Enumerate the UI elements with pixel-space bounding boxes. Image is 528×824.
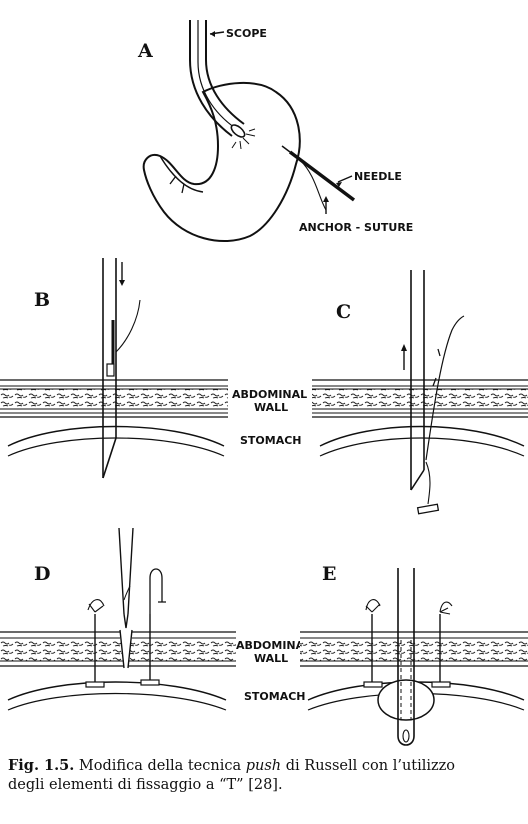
panel-letter-d: D [34,563,50,585]
stomach-wall-c [320,427,524,447]
needle-d [119,528,133,628]
caption-text-1: Modifica della tecnica [74,758,245,774]
panel-letter-a: A [137,40,153,62]
label-abdominal-d: ABDOMINAL [236,639,311,652]
label-stomach-b: STOMACH [240,434,302,447]
caption-text-2: di Russell con l’utilizzo [281,758,455,774]
caption-line-1: Fig. 1.5. Modifica della tecnica push di… [8,756,528,776]
label-stomach-d: STOMACH [244,690,306,703]
label-wall-d: WALL [254,652,288,665]
panel-b: B ABDOMINAL WALL STOMACH [0,258,307,478]
panel-e: E [300,563,528,745]
technique-diagram: A SCOPE NEEDLE ANCHOR - SUTURE [0,0,528,750]
panel-letter-b: B [34,289,50,311]
stomach-wall-d [8,682,226,700]
needle-b [103,258,140,478]
panel-d: D ABDOMI [0,528,311,710]
caption-italic: push [246,758,281,774]
panel-letter-e: E [322,563,336,585]
label-anchor-suture: ANCHOR - SUTURE [299,221,413,234]
panel-letter-c: C [336,301,351,323]
abdominal-wall-c [312,380,528,417]
label-scope: SCOPE [226,27,267,40]
t-fastener-right-d [141,569,166,685]
caption-line-2: degli elementi di fissaggio a “T” [28]. [8,776,528,795]
panel-c: C [312,270,528,514]
balloon [378,680,434,720]
abdominal-wall-b [0,380,228,417]
caption-figure-number: Fig. 1.5. [8,757,74,774]
figure-caption: Fig. 1.5. Modifica della tecnica push di… [8,756,528,795]
stomach-outline [144,83,300,241]
label-abdominal-b: ABDOMINAL [232,388,307,401]
label-needle: NEEDLE [354,170,402,183]
label-wall-b: WALL [254,401,288,414]
panel-a: A SCOPE NEEDLE ANCHOR - SUTURE [137,20,413,241]
abdominal-wall-d [0,630,236,668]
